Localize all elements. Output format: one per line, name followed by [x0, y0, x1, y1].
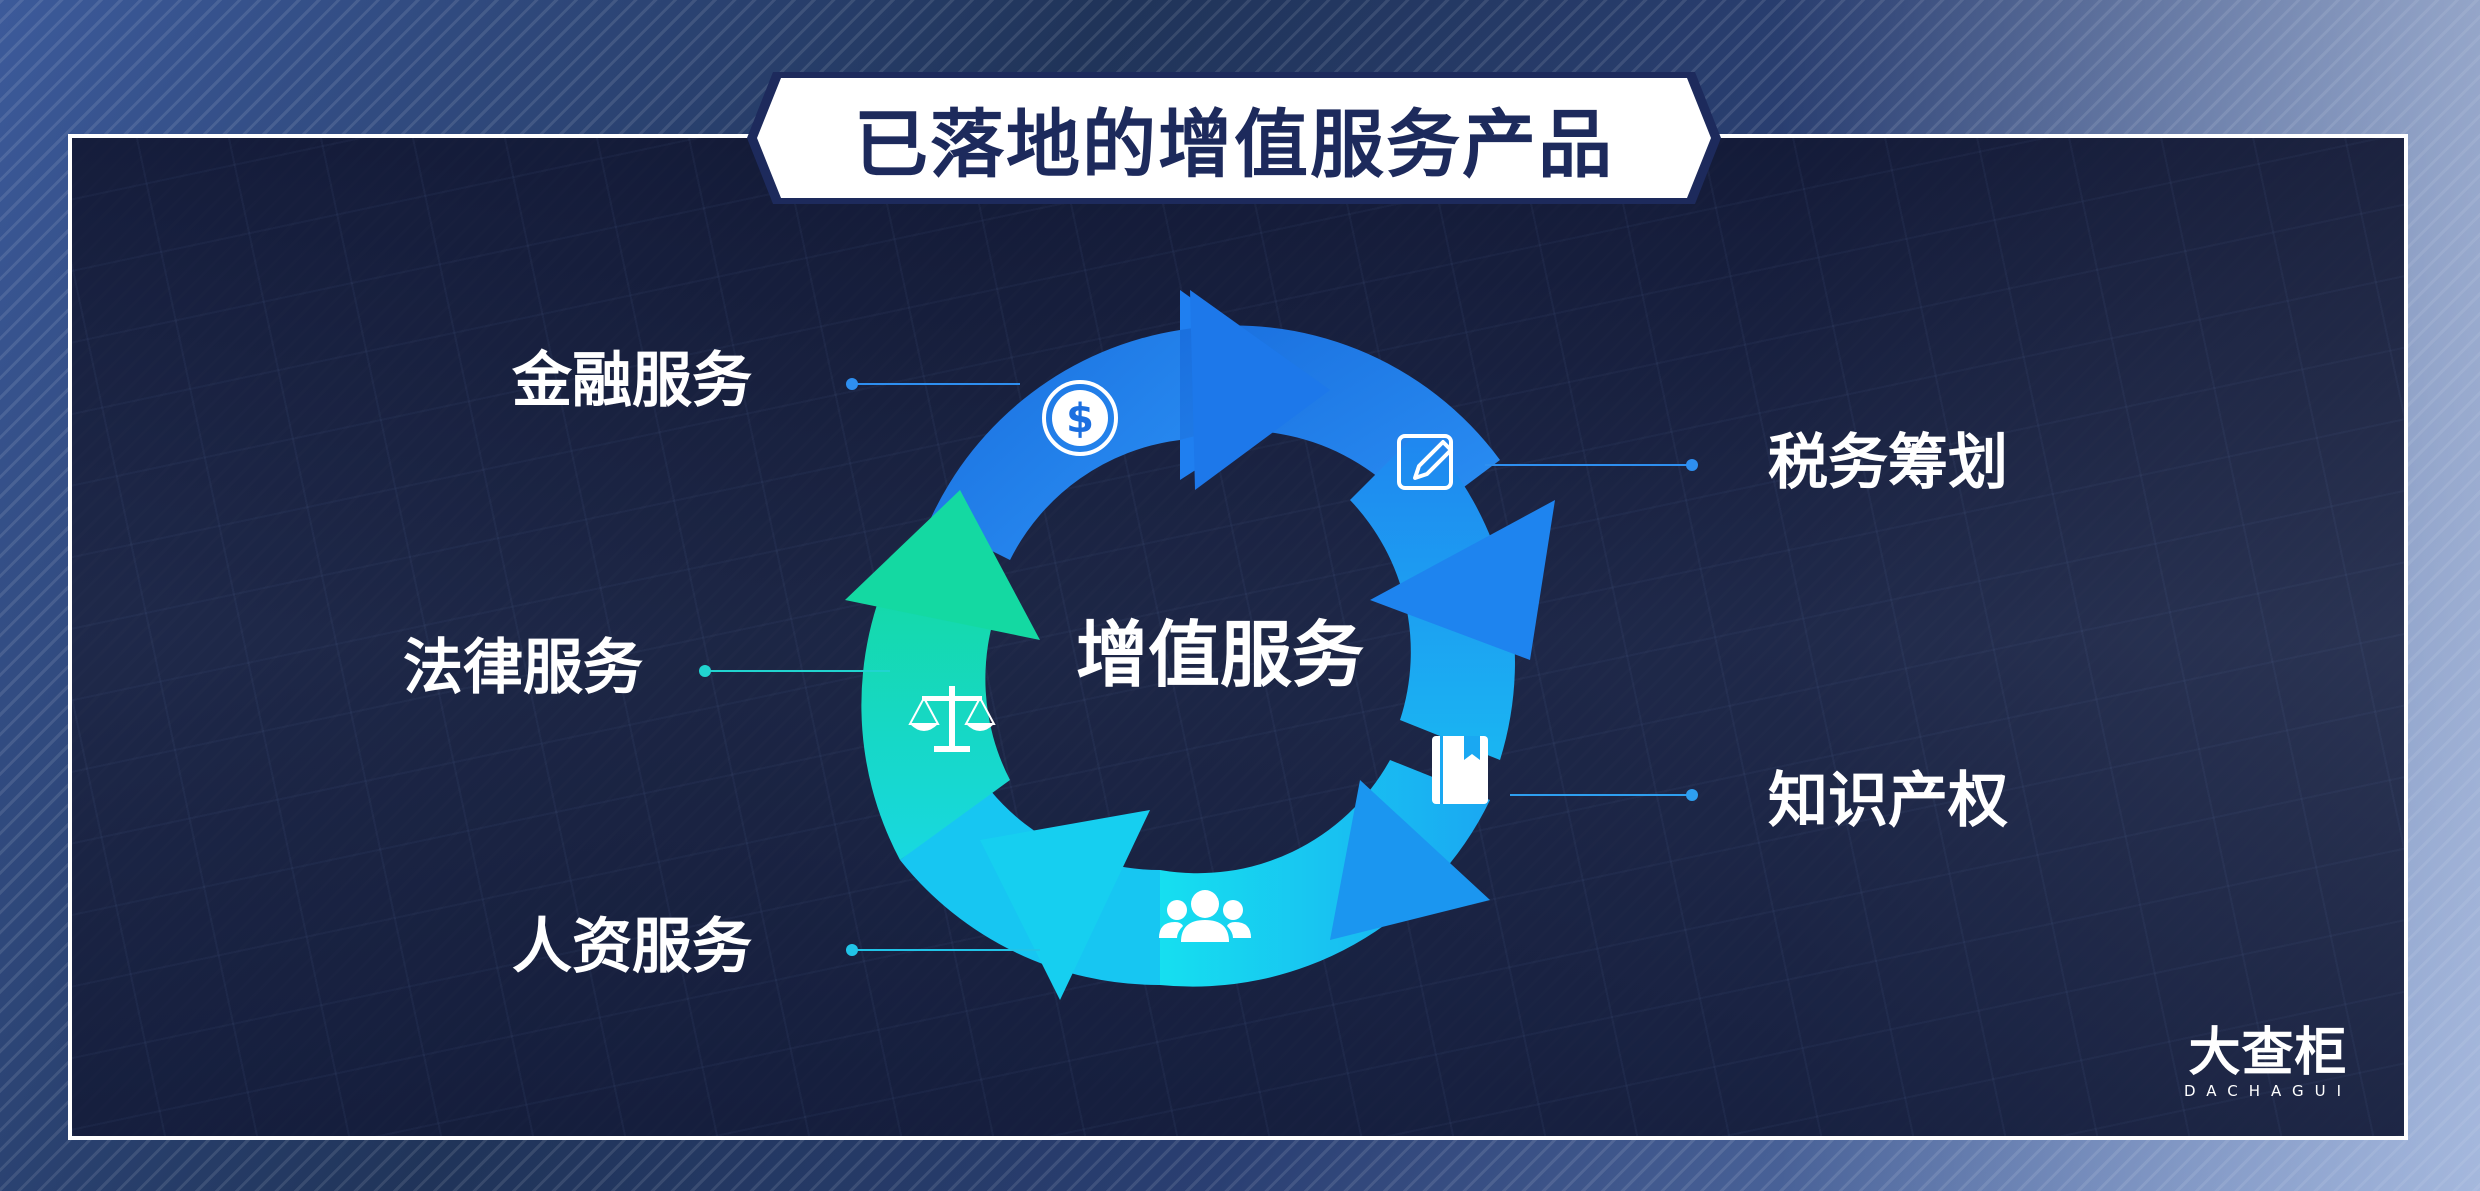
logo: 大查柜 DACHAGUI	[2168, 1024, 2368, 1104]
service-label-legal: 法律服务	[403, 633, 643, 703]
content-panel	[68, 134, 2408, 1140]
center-title: 增值服务	[1075, 613, 1364, 697]
service-label-finance: 金融服务	[512, 346, 752, 416]
leader-line-hr	[846, 944, 1040, 956]
scale-icon	[908, 686, 996, 752]
ring-segment-right	[1350, 430, 1555, 760]
ring-segment-bottom-left	[900, 790, 1160, 1000]
dollar-icon: $	[1042, 380, 1118, 456]
logo-sub: DACHAGUI	[2183, 1082, 2353, 1100]
edit-icon	[1397, 434, 1453, 490]
leader-line-legal	[699, 665, 890, 677]
page-title: 已落地的增值服务产品	[854, 101, 1614, 188]
service-label-tax: 税务筹划	[1768, 428, 2008, 498]
people-icon	[1159, 890, 1251, 942]
ring-segment-left	[845, 490, 1040, 860]
book-icon	[1432, 736, 1488, 804]
logo-main: 大查柜	[2188, 1023, 2348, 1083]
service-label-ip: 知识产权	[1768, 766, 2008, 836]
title-banner: 已落地的增值服务产品	[745, 70, 1723, 206]
service-label-hr: 人资服务	[512, 912, 752, 982]
leader-line-tax	[1485, 459, 1698, 471]
leader-line-ip	[1510, 789, 1698, 801]
leader-line-finance	[846, 378, 1020, 390]
svg-text:$: $	[1066, 396, 1094, 442]
